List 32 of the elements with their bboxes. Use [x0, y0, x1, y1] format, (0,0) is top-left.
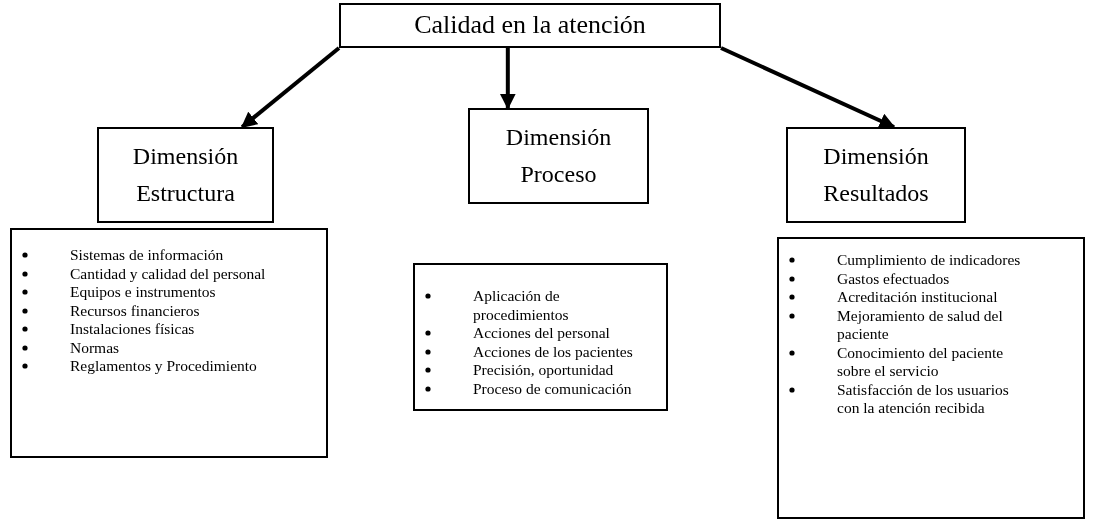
list-item: Acreditación institucional	[837, 288, 998, 305]
list-item: Reglamentos y Procedimiento	[70, 357, 257, 374]
title-box	[786, 127, 966, 223]
arrow	[240, 46, 341, 129]
heading-text: Dimensión Proceso	[504, 122, 613, 189]
list-item: Proceso de comunicación	[473, 379, 632, 397]
list-item: Acciones de los pacientes	[473, 342, 633, 360]
heading-text: Dimensión Estructura	[131, 141, 240, 208]
list-item: Recursos financieros	[70, 301, 200, 319]
list-item: Aplicación de procedimientos	[473, 287, 569, 323]
list-item: Cumplimiento de indicadores	[837, 251, 1021, 268]
heading-text: Dimensión Resultados	[822, 141, 930, 208]
list-item: Mejoramiento de salud del paciente	[837, 306, 1003, 342]
list-item: Cantidad y calidad del personal	[70, 264, 266, 282]
heading-text: Calidad en la atención	[414, 9, 646, 42]
title-box	[339, 3, 721, 48]
title-box	[468, 108, 649, 204]
list-box	[777, 237, 1085, 519]
list-item: Acciones del personal	[473, 324, 610, 341]
list-item: Instalaciones físicas	[70, 320, 195, 337]
list-item: Satisfacción de los usuarios con la atención recibida	[837, 380, 1009, 416]
list-box	[413, 263, 668, 411]
arrow	[499, 48, 516, 110]
list-item: Gastos efectuados	[837, 269, 950, 287]
list-item: Normas	[70, 338, 120, 356]
title-box	[97, 127, 274, 223]
list-item: Precisión, oportunidad	[473, 361, 614, 378]
list-box	[10, 228, 328, 458]
list-item: Equipos e instrumentos	[70, 283, 216, 300]
list-item: Sistemas de información	[70, 246, 224, 263]
list-item: Conocimiento del paciente sobre el servicio	[837, 343, 1004, 379]
arrow	[720, 46, 896, 129]
